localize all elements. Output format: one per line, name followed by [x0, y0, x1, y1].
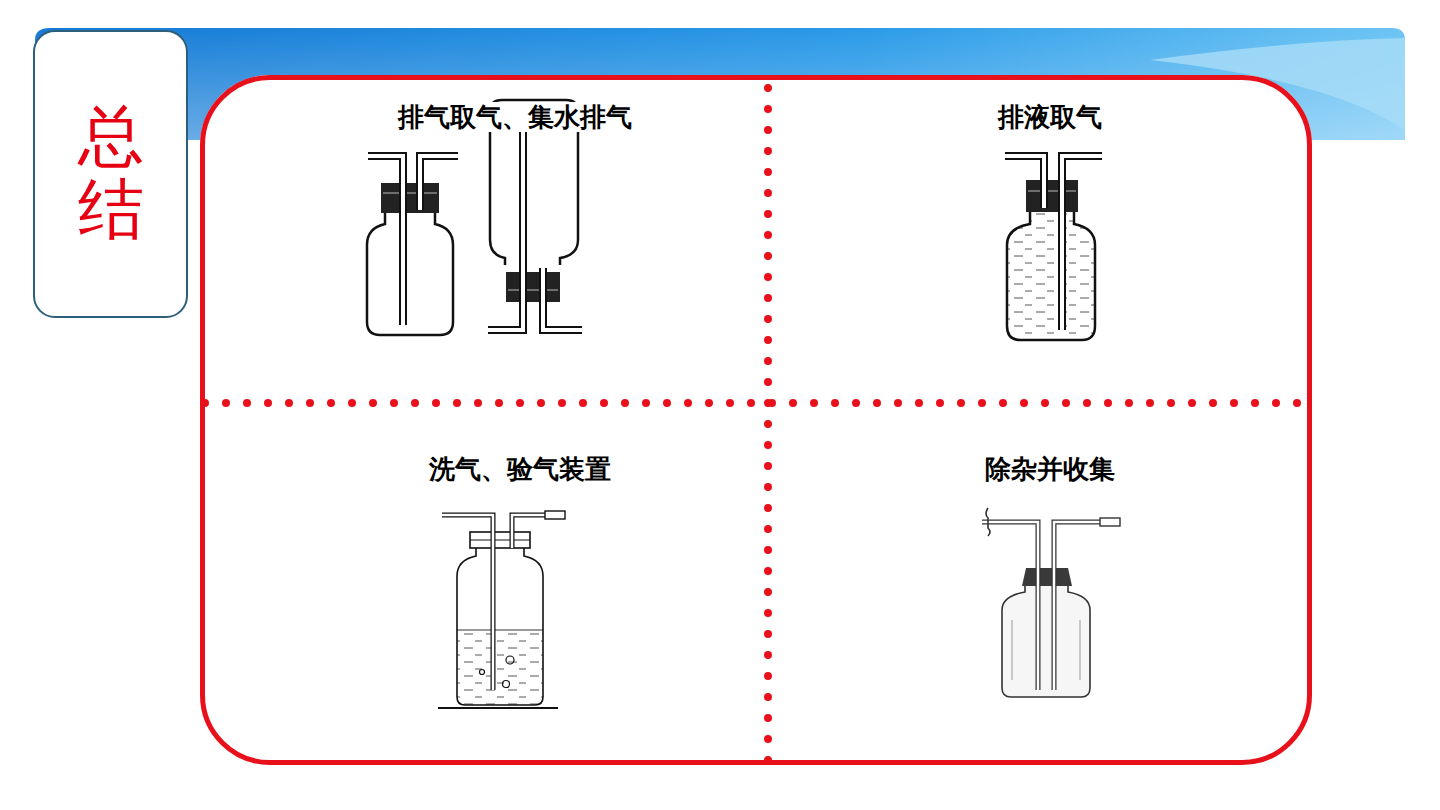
collecting-bottle	[982, 508, 1120, 697]
glass-tube-bore	[442, 515, 493, 690]
heading-slot: 除杂并收集	[981, 452, 1119, 487]
stopper	[1022, 568, 1072, 586]
glass-tube	[1054, 522, 1110, 690]
bottle-body	[1002, 585, 1090, 697]
bubble	[480, 670, 485, 675]
glass-tube	[512, 515, 552, 548]
glass-tube-bore	[368, 156, 403, 325]
glass-tube	[1062, 156, 1102, 330]
stopper-band	[383, 192, 437, 194]
glass-tube	[368, 156, 403, 325]
glass-tube	[442, 515, 493, 690]
summary-frame: 排气取气、集水排气 排液取气洗气、验气装置 除杂并收集	[200, 75, 1312, 765]
glass-tube	[543, 268, 582, 330]
bottle-body	[1007, 212, 1095, 340]
glass-shine	[1080, 620, 1081, 680]
stopper-band	[1028, 190, 1076, 192]
quadrant-heading: 洗气、验气装置	[425, 454, 615, 484]
stopper-band	[508, 289, 558, 291]
summary-box: 总结	[33, 30, 188, 318]
stopper	[470, 532, 530, 548]
glass-tube-bore	[982, 522, 1038, 690]
liquid	[1007, 212, 1095, 340]
bubble	[503, 681, 510, 688]
heading-slot: 排液取气	[994, 100, 1106, 135]
bubble	[506, 656, 514, 664]
bottle-body	[367, 212, 453, 335]
heading-slot: 排气取气、集水排气	[394, 100, 636, 135]
dotted-divider	[205, 399, 1300, 407]
frame-fill	[200, 75, 1312, 765]
glass-tube-bore	[1062, 156, 1102, 330]
stopper	[381, 183, 439, 213]
quadrant-heading: 除杂并收集	[981, 454, 1119, 484]
glass-tube-bore	[488, 118, 523, 330]
stopper-band	[470, 540, 530, 541]
quadrant-heading: 排液取气	[994, 102, 1106, 132]
glass-tube	[488, 118, 523, 330]
rubber-tube	[545, 511, 565, 519]
bench-line	[438, 707, 558, 709]
glass-tube	[420, 156, 458, 210]
heading-slot: 洗气、验气装置	[425, 452, 615, 487]
glass-tube-bore	[1054, 522, 1110, 690]
glass-tube-bore	[420, 156, 458, 210]
dotted-divider	[764, 88, 772, 762]
tube-clip	[986, 508, 990, 536]
washing-bottle	[438, 511, 565, 708]
bottle-body	[457, 548, 543, 705]
gas-bottle	[367, 156, 458, 335]
glass-tube-bore	[543, 268, 582, 330]
liquid-bottle	[1005, 156, 1102, 340]
stopper	[1026, 180, 1078, 212]
liquid	[457, 630, 543, 705]
glass-tube-bore	[1005, 156, 1044, 208]
rubber-tube	[1100, 518, 1120, 526]
stopper	[506, 272, 560, 302]
glass-tube-bore	[512, 515, 552, 548]
glass-tube	[982, 522, 1038, 690]
glass-shine	[1012, 620, 1013, 680]
quadrant-heading: 排气取气、集水排气	[394, 102, 636, 132]
liquid-surface	[457, 629, 543, 630]
inverted-bottle	[488, 100, 582, 330]
vertical-title: 总结	[78, 101, 144, 246]
glass-tube	[1005, 156, 1044, 208]
